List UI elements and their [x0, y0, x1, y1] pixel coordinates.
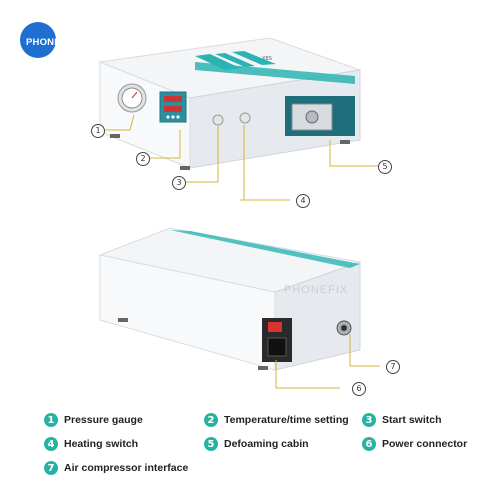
logo-text: PHONEFIX — [26, 37, 77, 48]
callout-5: 5 — [378, 160, 392, 174]
callout-6: 6 — [352, 382, 366, 396]
legend-item-5: 5 Defoaming cabin — [204, 437, 309, 451]
legend-item-7: 7 Air compressor interface — [44, 461, 188, 475]
callout-1: 1 — [91, 124, 105, 138]
legend-item-4: 4 Heating switch — [44, 437, 138, 451]
watermark-text: PHONEFIX — [284, 284, 349, 296]
legend-item-6: 6 Power connector — [362, 437, 467, 451]
logo-badge-icon — [20, 22, 56, 58]
brand-logo: PHONEFIX — [20, 22, 116, 62]
top-device: XBS — [98, 37, 378, 201]
legend-item-3: 3 Start switch — [362, 413, 442, 427]
top-device-label: XBS — [262, 56, 272, 62]
legend-item-2: 2 Temperature/time setting — [204, 413, 349, 427]
legend-item-1: 1 Pressure gauge — [44, 413, 143, 427]
bottom-device — [98, 227, 380, 389]
start-switch-icon — [212, 114, 224, 126]
callout-3: 3 — [172, 176, 186, 190]
callout-2: 2 — [136, 152, 150, 166]
callout-4: 4 — [296, 194, 310, 208]
callout-7: 7 — [386, 360, 400, 374]
heating-switch-icon — [239, 112, 251, 124]
